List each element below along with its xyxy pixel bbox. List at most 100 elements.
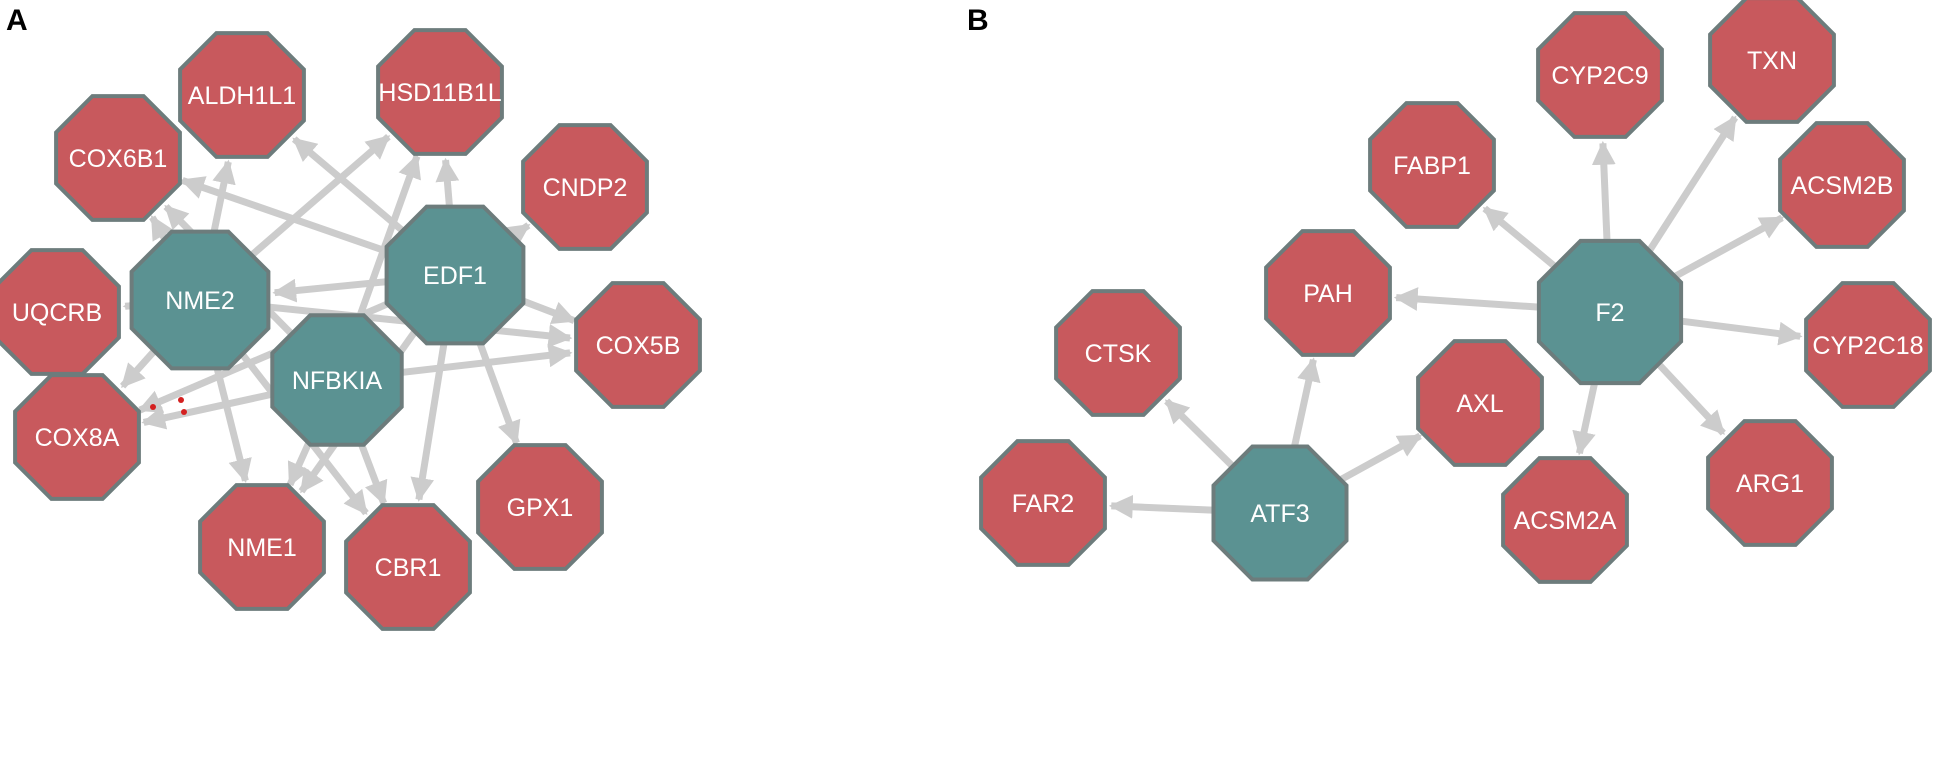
- red-dots: [150, 397, 187, 415]
- node-nme1: NME1: [198, 483, 326, 611]
- node-acsm2b: ACSM2B: [1778, 121, 1906, 249]
- node-shape: [198, 483, 326, 611]
- node-fabp1: FABP1: [1368, 101, 1496, 229]
- node-label: GPX1: [507, 494, 574, 522]
- node-label: ARG1: [1736, 470, 1804, 498]
- node-label: CYP2C9: [1551, 62, 1648, 90]
- edge-atf3-to-axl: [1335, 432, 1423, 485]
- node-cox5b: COX5B: [574, 281, 702, 409]
- edge-nme2-to-nme1: [212, 363, 252, 484]
- edge-nme2-to-hsd11b1l: [248, 134, 391, 260]
- node-hsd11b1l: HSD11B1L: [376, 28, 504, 156]
- node-shape: [476, 443, 604, 571]
- edge-nfbkia-to-hsd11b1l: [354, 154, 421, 322]
- edge-edf1-to-aldh1l1: [291, 136, 407, 235]
- edge-edf1-to-hsd11b1l: [435, 157, 460, 209]
- node-shape: [270, 313, 404, 447]
- edge-nfbkia-to-cbr1: [356, 437, 388, 506]
- node-label: CTSK: [1085, 340, 1152, 368]
- edge-edf1-to-cox6b1: [180, 176, 394, 257]
- node-cbr1: CBR1: [344, 503, 472, 631]
- node-label: EDF1: [423, 262, 487, 290]
- node-edf1: EDF1: [384, 204, 526, 346]
- node-shape: [1264, 229, 1392, 357]
- node-pah: PAH: [1264, 229, 1392, 357]
- node-shape: [376, 28, 504, 156]
- node-label: ACSM2B: [1791, 172, 1894, 200]
- node-label: NFBKIA: [292, 367, 383, 395]
- dot-mark: [178, 397, 184, 403]
- node-cox6b1: COX6B1: [54, 94, 182, 222]
- edges-b: [1108, 115, 1803, 519]
- node-shape: [979, 439, 1107, 567]
- node-axl: AXL: [1416, 339, 1544, 467]
- node-shape: [13, 373, 141, 501]
- node-atf3: ATF3: [1211, 444, 1349, 582]
- node-label: NME2: [165, 287, 234, 315]
- node-shape: [129, 229, 271, 371]
- node-shape: [1054, 289, 1182, 417]
- node-label: CBR1: [375, 554, 442, 582]
- node-arg1: ARG1: [1706, 419, 1834, 547]
- node-far2: FAR2: [979, 439, 1107, 567]
- node-shape: [1706, 419, 1834, 547]
- edge-f2-to-pah: [1393, 287, 1542, 311]
- node-label: ATF3: [1250, 500, 1309, 528]
- node-shape: [1778, 121, 1906, 249]
- node-label: F2: [1595, 299, 1624, 327]
- edge-f2-to-txn: [1644, 115, 1739, 256]
- node-label: TXN: [1747, 47, 1797, 75]
- node-shape: [1211, 444, 1349, 582]
- node-label: PAH: [1303, 280, 1353, 308]
- node-shape: [1368, 101, 1496, 229]
- edge-nfbkia-to-cox5b: [399, 343, 573, 377]
- node-f2: F2: [1536, 238, 1684, 386]
- node-label: CNDP2: [543, 174, 628, 202]
- edge-edf1-to-gpx1: [474, 336, 521, 446]
- edge-f2-to-arg1: [1654, 360, 1726, 436]
- node-nfbkia: NFBKIA: [270, 313, 404, 447]
- node-shape: [1536, 238, 1684, 386]
- node-label: COX8A: [35, 424, 120, 452]
- edge-f2-to-acsm2b: [1669, 214, 1785, 282]
- node-cyp2c18: CYP2C18: [1804, 281, 1932, 409]
- node-shape: [1804, 281, 1932, 409]
- node-shape: [384, 204, 526, 346]
- edge-f2-to-acsm2a: [1572, 378, 1599, 456]
- node-label: COX5B: [596, 332, 681, 360]
- node-shape: [1501, 456, 1629, 584]
- node-shape: [574, 281, 702, 409]
- node-label: ALDH1L1: [188, 82, 296, 110]
- node-cyp2c9: CYP2C9: [1536, 11, 1664, 139]
- panel-letter-b: B: [967, 4, 989, 37]
- node-cox8a: COX8A: [13, 373, 141, 501]
- node-label: COX6B1: [69, 145, 168, 173]
- edge-atf3-to-pah: [1290, 357, 1321, 451]
- node-label: HSD11B1L: [378, 79, 501, 107]
- edge-f2-to-cyp2c9: [1591, 140, 1616, 243]
- node-shape: [344, 503, 472, 631]
- edge-edf1-to-cox5b: [515, 295, 577, 325]
- node-shape: [1536, 11, 1664, 139]
- dot-mark: [181, 409, 187, 415]
- node-label: AXL: [1456, 390, 1503, 418]
- edge-nme2-to-cox8a: [119, 347, 159, 389]
- node-label: ACSM2A: [1514, 507, 1617, 535]
- node-label: UQCRB: [12, 299, 102, 327]
- node-label: FAR2: [1012, 490, 1075, 518]
- edge-f2-to-fabp1: [1482, 205, 1559, 271]
- node-txn: TXN: [1708, 0, 1836, 124]
- node-shape: [521, 123, 649, 251]
- edge-nfbkia-to-cox8a: [141, 390, 277, 430]
- node-shape: [1708, 0, 1836, 124]
- node-label: CYP2C18: [1812, 332, 1923, 360]
- edge-atf3-to-ctsk: [1164, 398, 1237, 470]
- node-acsm2a: ACSM2A: [1501, 456, 1629, 584]
- node-uqcrb: UQCRB: [0, 248, 121, 376]
- node-gpx1: GPX1: [476, 443, 604, 571]
- edge-nme2-to-aldh1l1: [209, 159, 236, 236]
